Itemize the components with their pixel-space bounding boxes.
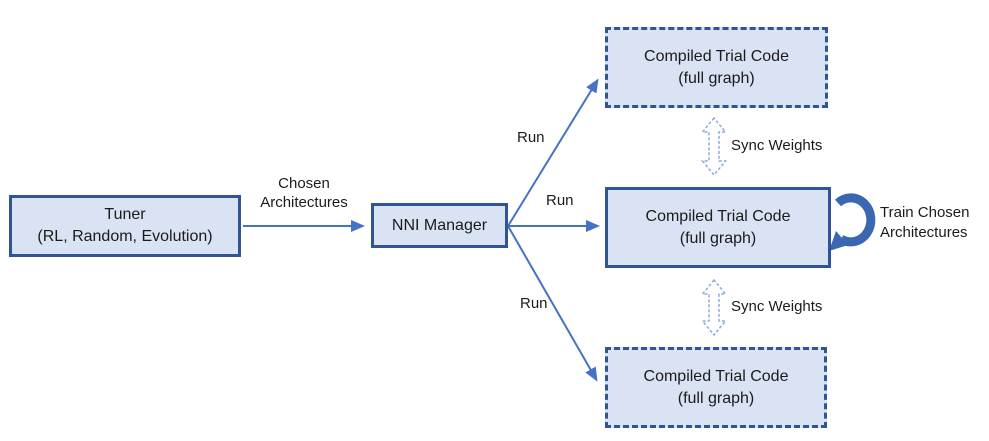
train-loop-arrow (834, 193, 876, 247)
trial-code-top-subtitle: (full graph) (678, 69, 755, 87)
nni-manager-title: NNI Manager (391, 216, 488, 234)
trial-code-top-title: Compiled Trial Code (644, 47, 789, 65)
run-label-bottom: Run (520, 295, 548, 312)
train-chosen-label-line1: Train Chosen (880, 204, 970, 221)
trial-code-bottom-subtitle: (full graph) (677, 389, 755, 407)
run-arrow-top (507, 78, 599, 227)
chosen-architectures-label: Chosen Architectures (243, 174, 365, 212)
trial-code-bottom-node: Compiled Trial Code (full graph) (605, 347, 827, 428)
chosen-architectures-label-line1: Chosen (278, 175, 330, 192)
trial-code-bottom-title: Compiled Trial Code (643, 367, 789, 385)
chosen-architectures-label-line2: Architectures (260, 194, 348, 211)
run-label-middle: Run (546, 192, 574, 209)
nni-manager-node: NNI Manager (371, 203, 508, 248)
sync-weights-arrow-bottom (700, 278, 728, 337)
sync-weights-label-top: Sync Weights (731, 137, 823, 154)
trial-code-middle-subtitle: (full graph) (679, 229, 757, 247)
tuner-subtitle: (RL, Random, Evolution) (37, 228, 213, 245)
tuner-title: Tuner (104, 206, 146, 223)
sync-weights-label-bottom: Sync Weights (731, 298, 823, 315)
tuner-node: Tuner (RL, Random, Evolution) (9, 195, 241, 257)
trial-code-middle-node: Compiled Trial Code (full graph) (605, 187, 831, 268)
run-arrow-bottom (507, 225, 598, 382)
train-loop-arrowhead-icon (829, 231, 848, 251)
trial-code-top-node: Compiled Trial Code (full graph) (605, 27, 828, 108)
train-chosen-label-line2: Architectures (880, 224, 968, 241)
run-label-top: Run (517, 129, 545, 146)
train-chosen-label: Train Chosen Architectures (880, 203, 970, 243)
sync-weights-arrow-top (700, 116, 728, 177)
trial-code-middle-title: Compiled Trial Code (645, 207, 791, 225)
